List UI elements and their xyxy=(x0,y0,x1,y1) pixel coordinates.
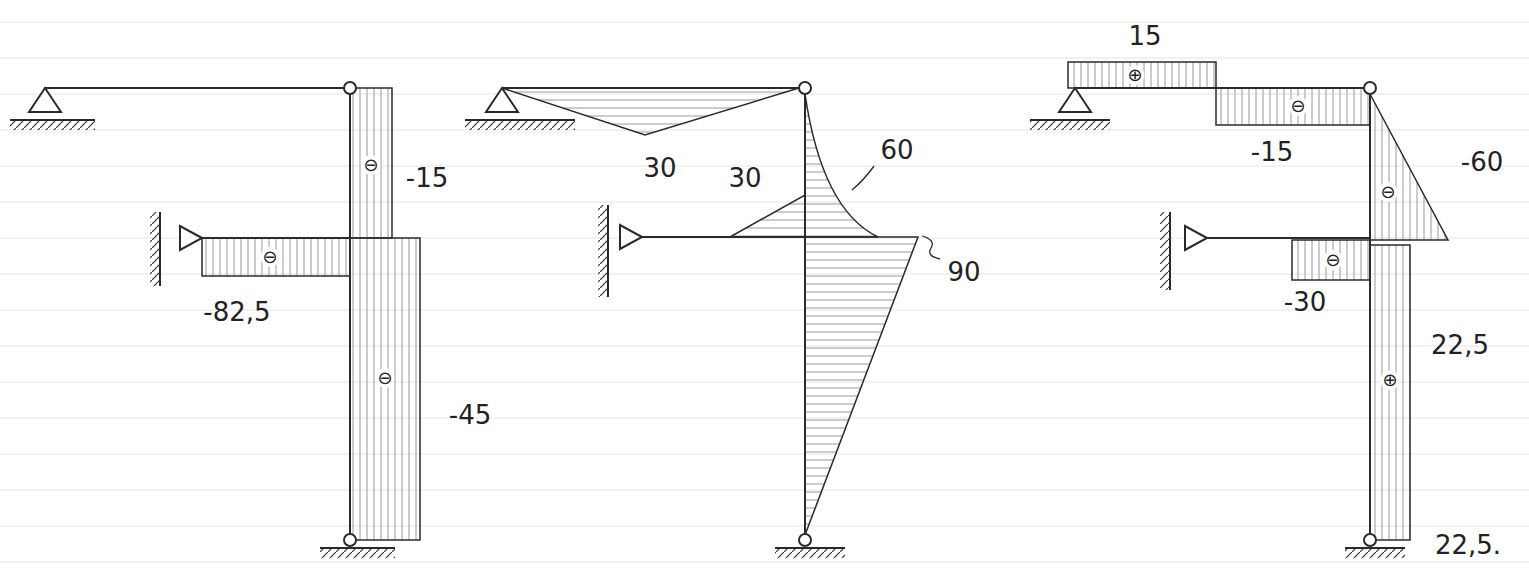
ground-line xyxy=(320,547,395,549)
paper-rule xyxy=(0,454,1529,455)
paper-rule xyxy=(0,166,1529,167)
paper-rule xyxy=(0,382,1529,383)
value-label: -15 xyxy=(1249,138,1295,167)
sign-symbol: ⊖ xyxy=(1378,182,1397,202)
value-label: 60 xyxy=(878,136,915,165)
wall-line xyxy=(159,212,161,286)
force-area xyxy=(1292,240,1370,280)
wall-hatch xyxy=(598,205,608,297)
leader-line xyxy=(852,166,874,190)
value-label: -60 xyxy=(1459,148,1505,177)
leader-line xyxy=(922,236,940,259)
hinge xyxy=(799,534,811,546)
ground-hatch xyxy=(775,548,845,558)
paper-rule xyxy=(0,58,1529,59)
ground-line xyxy=(1030,119,1110,121)
pin-support xyxy=(180,226,202,250)
pin-support xyxy=(1059,88,1091,112)
strut xyxy=(642,236,805,238)
sign-symbol: ⊖ xyxy=(1323,250,1342,270)
value-label: 22,5 xyxy=(1429,331,1491,360)
value-label: 22,5. xyxy=(1433,531,1503,560)
ground-hatch xyxy=(1345,548,1405,558)
value-label: -30 xyxy=(1282,288,1328,317)
pin-support xyxy=(1185,226,1207,250)
paper-rule xyxy=(0,490,1529,491)
sign-symbol: ⊖ xyxy=(361,155,380,175)
value-label: 30 xyxy=(726,164,763,193)
shear-force-diagram xyxy=(1030,62,1448,558)
value-label: -45 xyxy=(447,401,493,430)
normal-force-diagram xyxy=(10,82,420,558)
beam xyxy=(1075,87,1364,89)
value-label: 30 xyxy=(641,154,678,183)
column xyxy=(1369,94,1371,534)
ruled-paper xyxy=(0,22,1529,562)
ground-hatch xyxy=(10,120,95,130)
ground-line xyxy=(775,547,845,549)
wall-hatch xyxy=(150,212,160,286)
moment-area xyxy=(805,94,878,237)
pin-support xyxy=(29,88,61,112)
value-label: -15 xyxy=(404,164,450,193)
sign-symbol: ⊖ xyxy=(260,247,279,267)
ground-hatch xyxy=(320,548,395,558)
sign-symbol: ⊖ xyxy=(1288,96,1307,116)
wall-line xyxy=(607,205,609,297)
force-area xyxy=(1216,88,1370,125)
paper-rule xyxy=(0,22,1529,23)
column xyxy=(349,94,351,534)
sign-symbol: ⊖ xyxy=(375,368,394,388)
paper-rule xyxy=(0,418,1529,419)
bending-moment-diagram xyxy=(465,82,940,558)
ground-hatch xyxy=(1030,120,1110,130)
column xyxy=(804,94,806,534)
paper-rule xyxy=(0,346,1529,347)
force-area xyxy=(350,88,392,238)
ground-line xyxy=(10,119,95,121)
paper-rule xyxy=(0,130,1529,131)
moment-area xyxy=(805,237,918,535)
hinge xyxy=(344,534,356,546)
wall-hatch xyxy=(1160,212,1170,290)
sign-symbol: ⊕ xyxy=(1125,65,1144,85)
value-label: -82,5 xyxy=(201,298,272,327)
paper-rule xyxy=(0,238,1529,239)
wall-line xyxy=(1169,212,1171,290)
force-area xyxy=(1370,94,1448,240)
hinge xyxy=(1364,82,1376,94)
value-label: 90 xyxy=(945,258,982,287)
strut xyxy=(1207,237,1370,239)
sign-symbol: ⊕ xyxy=(1380,370,1399,390)
paper-rule xyxy=(0,526,1529,527)
hinge xyxy=(344,82,356,94)
moment-area xyxy=(730,195,805,237)
value-label: 15 xyxy=(1126,22,1163,51)
hinge xyxy=(799,82,811,94)
hinge xyxy=(1364,534,1376,546)
force-area xyxy=(1068,62,1216,88)
strut xyxy=(202,237,350,239)
ground-line xyxy=(1345,547,1405,549)
ground-line xyxy=(465,119,575,121)
force-area xyxy=(350,238,420,540)
pin-support xyxy=(620,225,642,249)
force-area xyxy=(1370,245,1410,540)
force-area xyxy=(202,238,350,276)
ground-hatch xyxy=(465,120,575,130)
pin-support xyxy=(486,88,518,112)
beam xyxy=(502,87,799,89)
paper-rule xyxy=(0,562,1529,563)
paper-rule xyxy=(0,202,1529,203)
beam xyxy=(45,87,344,89)
